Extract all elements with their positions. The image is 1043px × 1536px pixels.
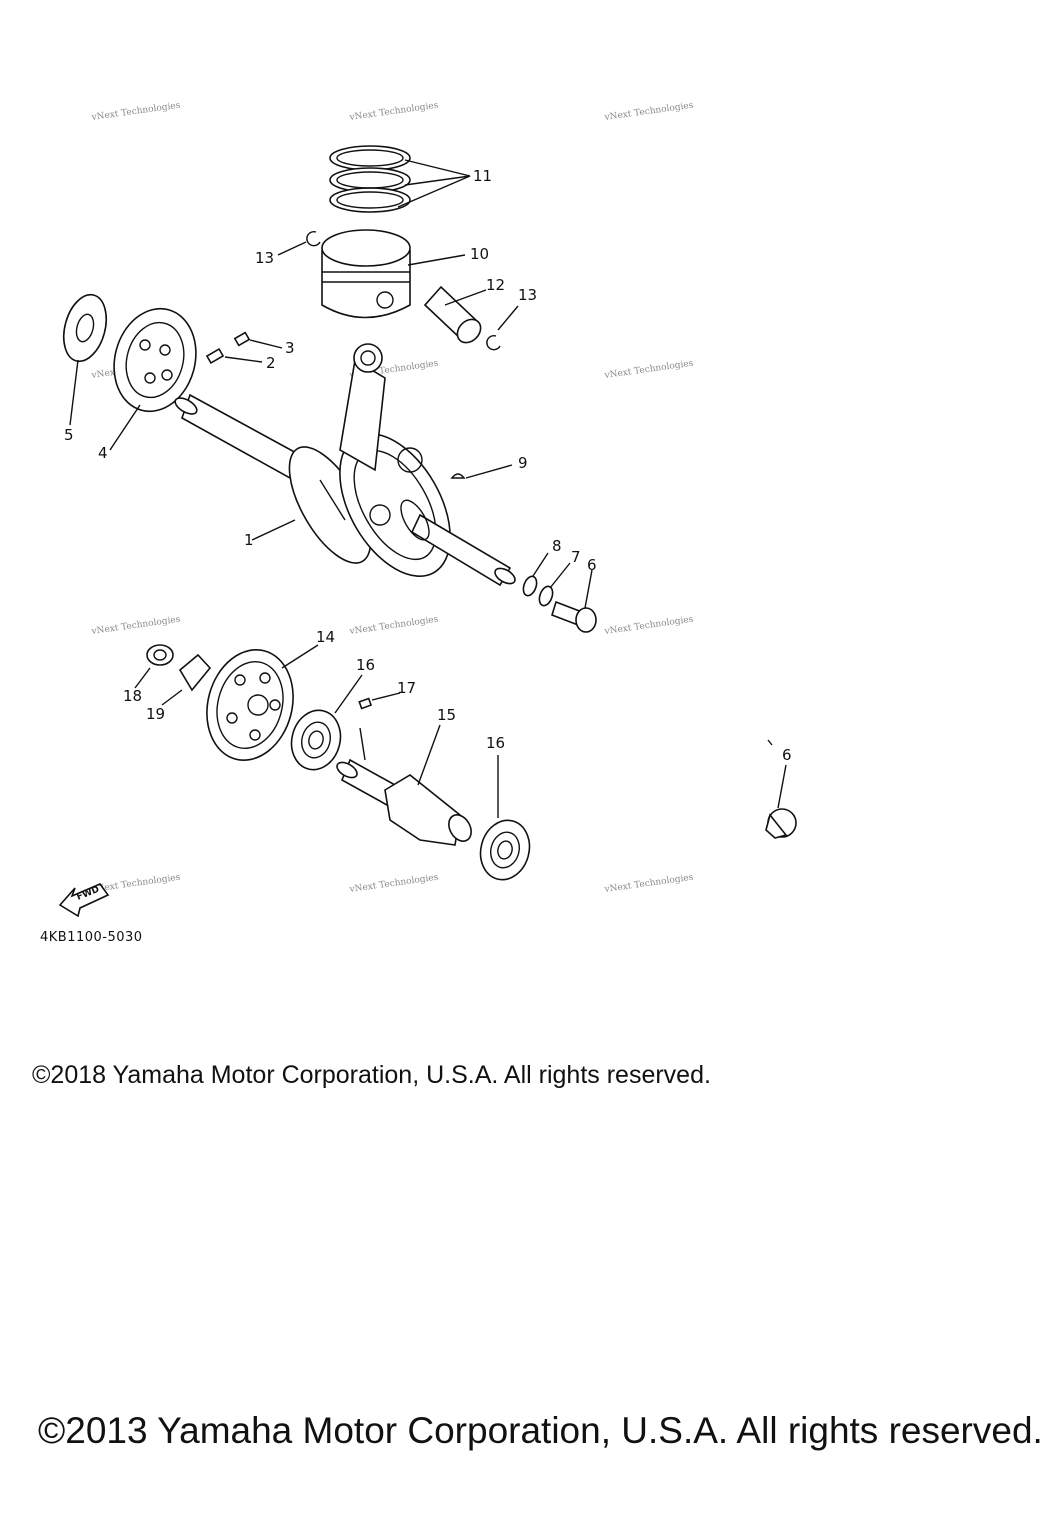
driven-gear-drawing [206, 644, 319, 761]
copyright-2018: ©2018 Yamaha Motor Corporation, U.S.A. A… [32, 1061, 711, 1089]
piston-rings-drawing [329, 145, 471, 213]
callout-5: 5 [64, 426, 74, 444]
piston-pin-drawing [423, 285, 487, 344]
bolt-fragment-drawing [765, 739, 797, 839]
small-key-drawing [358, 692, 401, 710]
plate-gear-drawing [109, 307, 197, 451]
watermark: vNext Technologies [348, 873, 439, 896]
callout-3: 3 [285, 339, 295, 357]
callout-1: 1 [244, 531, 254, 549]
callout-10: 10 [470, 245, 489, 263]
watermark: vNext Technologies [90, 615, 181, 638]
crank-bolt-drawing [522, 552, 597, 633]
callout-18: 18 [123, 687, 142, 705]
watermark: vNext Technologies [603, 615, 694, 638]
watermark: vNext Technologies [603, 101, 694, 124]
fwd-arrow-icon: FWD [58, 883, 110, 918]
washer-drawing [62, 293, 108, 426]
callout-13-left: 13 [255, 249, 274, 267]
callout-16-right: 16 [486, 734, 505, 752]
callout-4: 4 [98, 444, 108, 462]
callout-15: 15 [437, 706, 456, 724]
callout-12: 12 [486, 276, 505, 294]
dowel-pins-drawing [205, 331, 283, 365]
crankshaft-drawing [174, 343, 516, 587]
callout-9: 9 [518, 454, 528, 472]
nut-bracket-drawing [134, 644, 212, 706]
callout-8: 8 [552, 537, 562, 555]
piston-clips-drawing [277, 230, 519, 351]
callout-6-fragment: 6 [782, 746, 792, 764]
part-number: 4KB1100-5030 [40, 930, 143, 945]
bearing-right-drawing [479, 755, 531, 881]
watermark: vNext Technologies [603, 359, 694, 382]
piston-drawing [321, 229, 466, 319]
callout-14: 14 [316, 628, 335, 646]
callout-19: 19 [146, 705, 165, 723]
callout-2: 2 [266, 354, 276, 372]
callout-17: 17 [397, 679, 416, 697]
copyright-2013: ©2013 Yamaha Motor Corporation, U.S.A. A… [38, 1410, 1043, 1451]
callout-labels: 1 2 3 4 5 6 7 8 9 10 11 12 13 13 14 15 1… [64, 167, 792, 764]
callout-7: 7 [571, 548, 581, 566]
callout-6: 6 [587, 556, 597, 574]
balancer-shaft-drawing [336, 724, 472, 846]
callout-13-right: 13 [518, 286, 537, 304]
watermark: vNext Technologies [603, 873, 694, 896]
bearing-left-drawing [290, 674, 363, 771]
watermark: vNext Technologies [90, 101, 181, 124]
woodruff-key-drawing [450, 464, 513, 479]
callout-16-left: 16 [356, 656, 375, 674]
callout-11: 11 [473, 167, 492, 185]
watermark: vNext Technologies [348, 615, 439, 638]
watermark: vNext Technologies [348, 101, 439, 124]
